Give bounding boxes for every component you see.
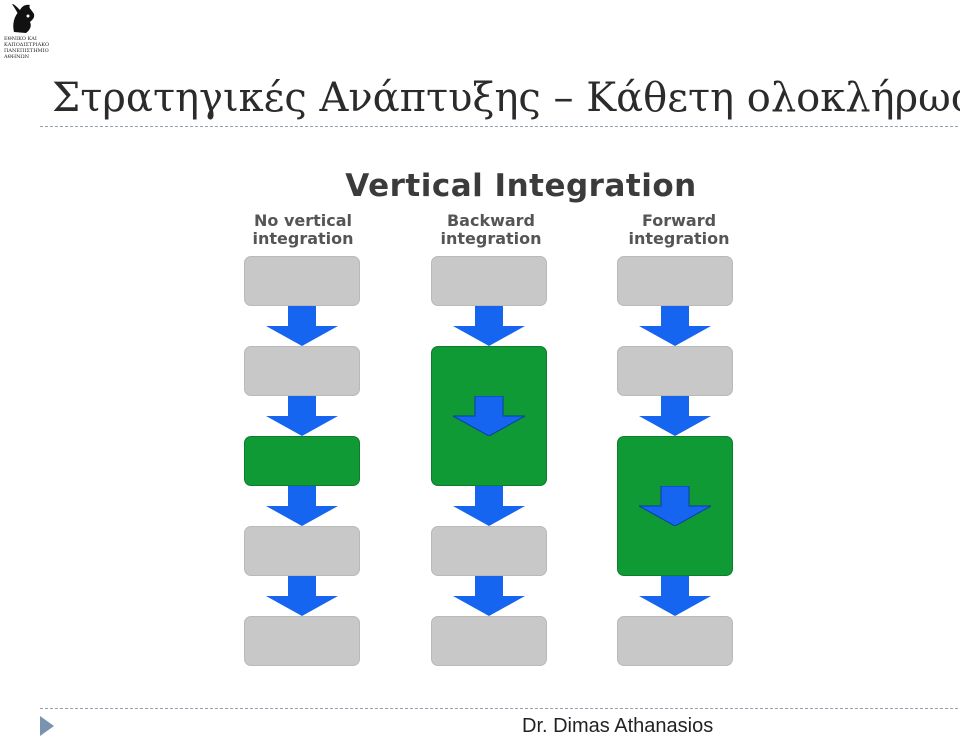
stage-box xyxy=(431,526,547,576)
stage-box xyxy=(617,346,733,396)
athena-head-icon xyxy=(12,4,35,33)
down-arrow-icon xyxy=(266,486,338,526)
footer-divider xyxy=(40,708,958,709)
stage-box xyxy=(431,256,547,306)
stage-box xyxy=(244,346,360,396)
stage-box xyxy=(431,616,547,666)
down-arrow-icon xyxy=(453,306,525,346)
down-arrow-icon xyxy=(453,576,525,616)
play-triangle-icon xyxy=(40,716,54,736)
logo-text: ΕΘΝΙΚΟ ΚΑΙ ΚΑΠΟΔΙΣΤΡΙΑΚΟ ΠΑΝΕΠΙΣΤΗΜΙΟ ΑΘ… xyxy=(4,36,50,60)
stage-box xyxy=(617,256,733,306)
title-divider xyxy=(40,126,958,127)
internal-down-arrow-icon xyxy=(453,396,525,436)
stage-box xyxy=(244,616,360,666)
down-arrow-icon xyxy=(639,306,711,346)
firm-box xyxy=(244,436,360,486)
column-label-backward: Backward integration xyxy=(440,211,542,248)
down-arrow-icon xyxy=(639,576,711,616)
internal-down-arrow-icon xyxy=(639,486,711,526)
stage-box xyxy=(244,526,360,576)
down-arrow-icon xyxy=(639,396,711,436)
slide-title: Στρατηγικές Ανάπτυξης – Κάθετη ολοκλήρωσ… xyxy=(52,75,960,121)
down-arrow-icon xyxy=(453,486,525,526)
column-label-no-vertical: No vertical integration xyxy=(252,211,354,248)
down-arrow-icon xyxy=(266,396,338,436)
stage-box xyxy=(244,256,360,306)
down-arrow-icon xyxy=(266,306,338,346)
diagram-title: Vertical Integration xyxy=(345,168,697,204)
footer-author: Dr. Dimas Athanasios xyxy=(522,715,714,737)
stage-box xyxy=(617,616,733,666)
column-label-forward: Forward integration xyxy=(628,211,730,248)
university-logo: ΕΘΝΙΚΟ ΚΑΙ ΚΑΠΟΔΙΣΤΡΙΑΚΟ ΠΑΝΕΠΙΣΤΗΜΙΟ ΑΘ… xyxy=(4,2,49,66)
down-arrow-icon xyxy=(266,576,338,616)
